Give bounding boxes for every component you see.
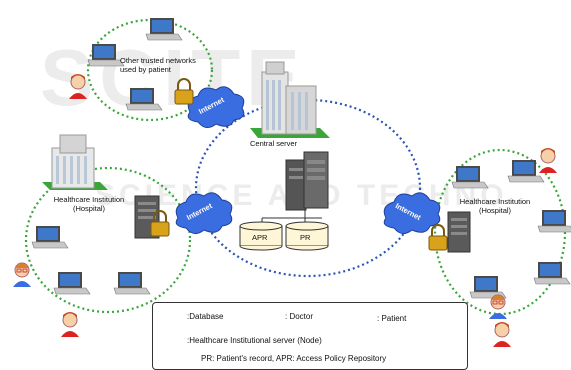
legend-doctor-text: : Doctor xyxy=(285,312,314,321)
laptop-left-1 xyxy=(31,225,69,249)
doctor-left xyxy=(12,262,32,288)
laptop-right-1 xyxy=(451,165,489,189)
hospital-left-building xyxy=(42,134,108,190)
laptop-left-2 xyxy=(53,271,91,295)
internet-cloud-right xyxy=(383,192,441,234)
laptop-right-5 xyxy=(469,275,507,299)
legend-abbrev-text: PR: Patient's record, APR: Access Policy… xyxy=(201,354,387,363)
internet-cloud-top xyxy=(187,86,245,128)
right-node-server xyxy=(447,211,471,253)
laptop-right-3 xyxy=(537,209,571,233)
laptop-patient-1 xyxy=(145,17,183,41)
left-hospital-ring xyxy=(24,166,192,314)
apr-label: APR xyxy=(252,233,268,242)
pr-database xyxy=(285,221,329,251)
padlock-right xyxy=(428,224,448,251)
hospital-right-label: Healthcare Institution (Hospital) xyxy=(459,197,531,215)
padlock-left xyxy=(150,210,170,237)
doctor-right xyxy=(488,294,508,320)
hospital-left-label: Healthcare Institution (Hospital) xyxy=(53,195,125,213)
laptop-patient-3 xyxy=(125,87,163,111)
central-server-rack xyxy=(285,151,329,211)
legend-node-text: :Healthcare Institutional server (Node) xyxy=(187,336,322,345)
laptop-left-3 xyxy=(113,271,151,295)
patient-network-ring xyxy=(86,18,214,122)
other-networks-label: Other trusted networks used by patient xyxy=(120,56,196,74)
patient-right-2 xyxy=(492,321,512,348)
internet-cloud-left xyxy=(175,192,233,234)
laptop-patient-2 xyxy=(87,43,125,67)
legend-box: :Database : Doctor : Patient :Healthcare… xyxy=(152,302,468,370)
legend-patient-text: : Patient xyxy=(377,314,407,323)
central-server-building xyxy=(250,61,330,138)
core-network-ring xyxy=(194,98,422,278)
legend-database-text: :Database xyxy=(187,312,224,321)
padlock-top xyxy=(174,78,194,105)
patient-right-1 xyxy=(538,147,558,174)
laptop-right-4 xyxy=(533,261,571,285)
central-server-label: Central server xyxy=(250,139,298,148)
patient-left xyxy=(60,311,80,338)
laptop-right-2 xyxy=(507,159,545,183)
pr-label: PR xyxy=(300,233,311,242)
apr-database xyxy=(239,221,283,251)
patient-top xyxy=(68,73,88,100)
